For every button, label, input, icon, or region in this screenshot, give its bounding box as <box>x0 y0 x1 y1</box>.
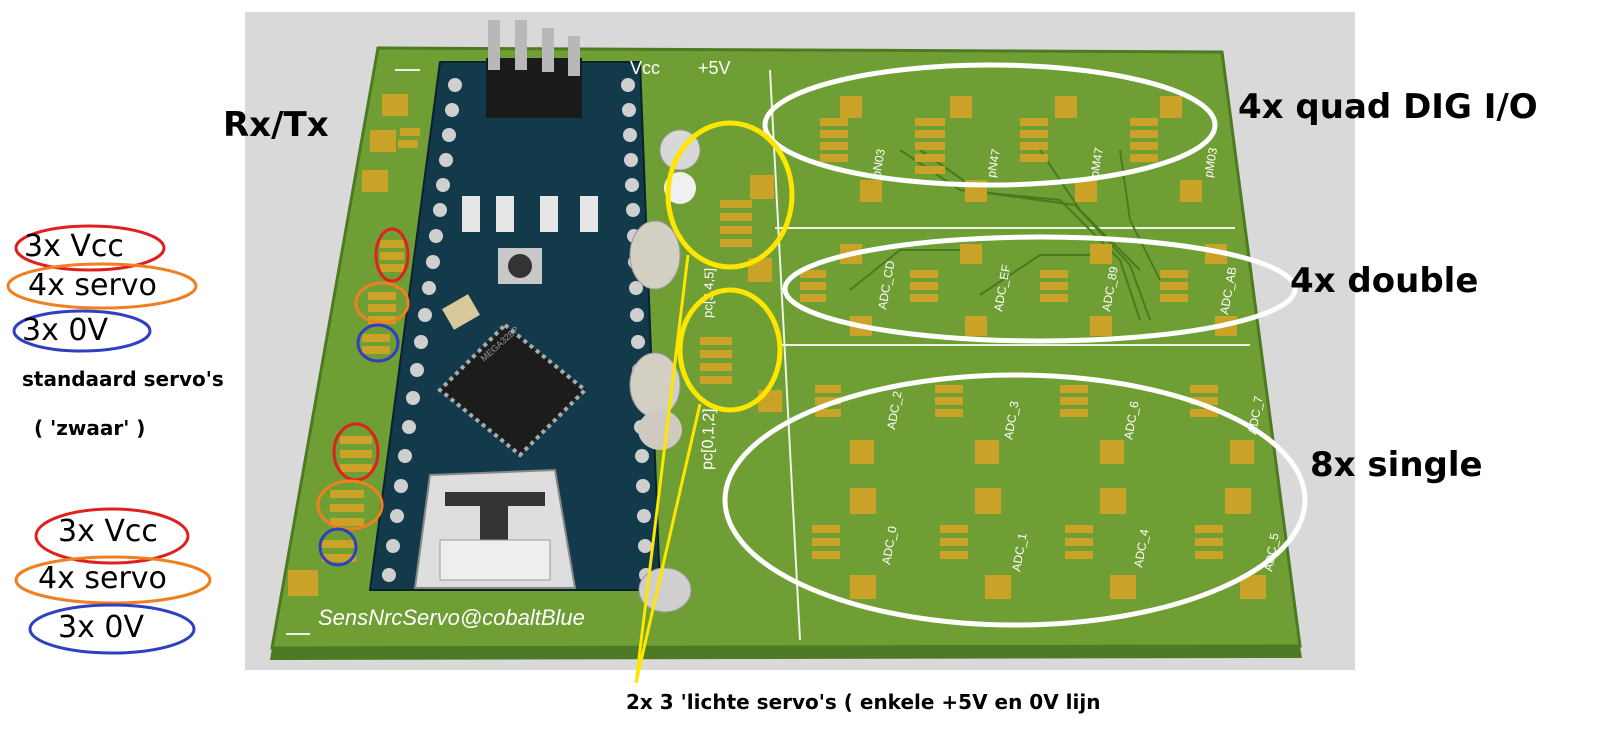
group2-ov-label: 3x 0V <box>58 610 144 645</box>
ring-left-servo-2 <box>316 479 384 531</box>
standard-servos-label: standaard servo's <box>22 367 224 391</box>
ring-pc-upper <box>665 120 795 270</box>
light-servos-label: 2x 3 'lichte servo's ( enkele +5V en 0V … <box>626 690 1101 714</box>
ring-double <box>782 234 1298 344</box>
pcb-board-edge <box>270 646 1302 660</box>
mcu-chip <box>437 322 588 458</box>
group1-servo-label: 4x servo <box>28 268 157 303</box>
section-dividers <box>286 69 1250 641</box>
ring-left-servo-1 <box>354 281 410 325</box>
annotation-ellipses <box>6 62 1308 655</box>
single-label: 8x single <box>1310 445 1483 485</box>
silk-pc-lower: pc[0,1,2] <box>699 408 718 470</box>
silk-single-bottom-0: ADC_0 <box>879 525 900 566</box>
left-servo-pads <box>288 94 420 596</box>
silk-single-top-2: ADC_6 <box>1121 400 1142 441</box>
ring-left-ov-2 <box>318 527 358 567</box>
silk-dig-0: pN03 <box>869 148 888 179</box>
silk-dig-3: pM03 <box>1201 146 1220 178</box>
ring-label-servo-2 <box>14 555 212 605</box>
header-pins <box>486 20 582 118</box>
dig-io-pads <box>820 96 1202 202</box>
silk-single-top-0: ADC_2 <box>884 390 905 431</box>
dig-io-label: 4x quad DIG I/O <box>1238 87 1538 127</box>
nano-smd-parts <box>442 196 598 330</box>
double-pads <box>800 244 1237 336</box>
ring-label-servo-1 <box>6 262 198 310</box>
silk-board-name: SensNrcServo@cobaltBlue <box>318 605 585 630</box>
light-servo-pointer <box>634 254 702 684</box>
heavy-label: ( 'zwaar' ) <box>34 416 146 440</box>
usb-connector <box>413 468 577 589</box>
silk-single-bottom-2: ADC_4 <box>1131 528 1152 569</box>
group1-ov-label: 3x 0V <box>22 313 108 348</box>
ring-left-vcc-1 <box>374 227 410 283</box>
ring-label-vcc-2 <box>34 507 190 565</box>
silk-5v: +5V <box>698 58 731 78</box>
silk-vcc: Vcc <box>630 58 660 78</box>
nano-pins <box>382 78 653 582</box>
rx-tx-label: Rx/Tx <box>223 105 329 145</box>
silk-dig-2: pM47 <box>1087 146 1106 178</box>
group1-vcc-label: 3x Vcc <box>24 229 124 264</box>
ring-left-ov-1 <box>356 323 400 363</box>
silk-dig-1: pN47 <box>984 148 1003 179</box>
ring-label-ov-2 <box>28 603 196 655</box>
double-label: 4x double <box>1290 261 1479 301</box>
single-pads <box>812 385 1266 599</box>
ring-pc-lower <box>677 287 783 413</box>
silk-single-top-1: ADC_3 <box>1001 400 1022 441</box>
ring-dig-io <box>762 62 1218 188</box>
silk-single-bottom-1: ADC_1 <box>1009 532 1030 573</box>
ring-label-ov-1 <box>12 309 152 353</box>
pcb-traces <box>849 149 1161 321</box>
group2-servo-label: 4x servo <box>38 561 167 596</box>
ring-label-vcc-1 <box>14 224 166 272</box>
ring-single <box>722 372 1308 628</box>
group2-vcc-label: 3x Vcc <box>58 514 158 549</box>
